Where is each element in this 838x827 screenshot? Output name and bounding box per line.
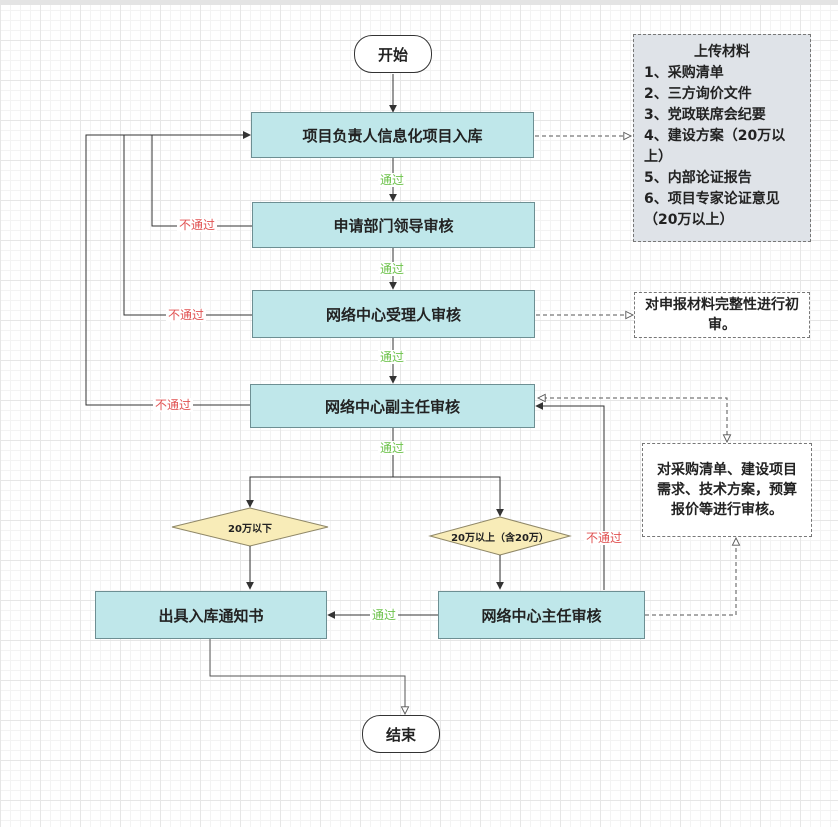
fail-label-step4: 不通过 [153, 398, 194, 412]
pass-label-step2: 通过 [378, 262, 407, 276]
end-node[interactable]: 结束 [362, 715, 440, 753]
upload-materials-note: 上传材料 1、采购清单 2、三方询价文件 3、党政联席会纪要 4、建设方案（20… [633, 34, 811, 242]
initial-review-note: 对申报材料完整性进行初审。 [634, 292, 810, 338]
edge-issue-end [209, 639, 405, 714]
pass-label-step5: 通过 [370, 608, 399, 622]
step-issue-notice[interactable]: 出具入库通知书 [95, 591, 327, 639]
materials-item-3: 3、党政联席会纪要 [644, 107, 766, 123]
decision-high-label: 20万以上（含20万） [451, 532, 549, 544]
pass-label-step3: 通过 [378, 350, 407, 364]
edge-step5-reject [535, 402, 605, 590]
materials-item-1: 1、采购清单 [644, 65, 724, 81]
upload-materials-title: 上传材料 [694, 44, 750, 60]
edge-note-step4 [538, 398, 727, 442]
step-dept-leader-review[interactable]: 申请部门领导审核 [252, 202, 535, 248]
edge-step4-reject [85, 131, 251, 406]
materials-item-4: 4、建设方案（20万以上） [644, 128, 786, 165]
materials-item-6: 6、项目专家论证意见（20万以上） [644, 191, 780, 228]
edge-step4-branch [246, 428, 394, 508]
step-deputy-director-review[interactable]: 网络中心副主任审核 [250, 384, 535, 428]
pass-label-step4: 通过 [378, 441, 407, 455]
canvas-top-bar [0, 0, 838, 5]
fail-label-step3: 不通过 [166, 308, 207, 322]
step-director-review[interactable]: 网络中心主任审核 [438, 591, 645, 639]
detailed-review-note: 对采购清单、建设项目需求、技术方案，预算报价等进行审核。 [642, 443, 812, 537]
edge-step4-branch-high [393, 476, 504, 517]
fail-label-step5: 不通过 [584, 531, 625, 545]
step-network-handler-review[interactable]: 网络中心受理人审核 [252, 290, 535, 338]
fail-label-step2: 不通过 [177, 218, 218, 232]
edge-step5-note [645, 538, 736, 616]
edge-step2-reject [151, 131, 252, 227]
pass-label-step1: 通过 [378, 173, 407, 187]
decision-low-label: 20万以下 [228, 523, 272, 535]
materials-item-5: 5、内部论证报告 [644, 170, 752, 186]
step-project-entry[interactable]: 项目负责人信息化项目入库 [251, 112, 534, 158]
start-node[interactable]: 开始 [354, 35, 432, 73]
materials-item-2: 2、三方询价文件 [644, 86, 752, 102]
